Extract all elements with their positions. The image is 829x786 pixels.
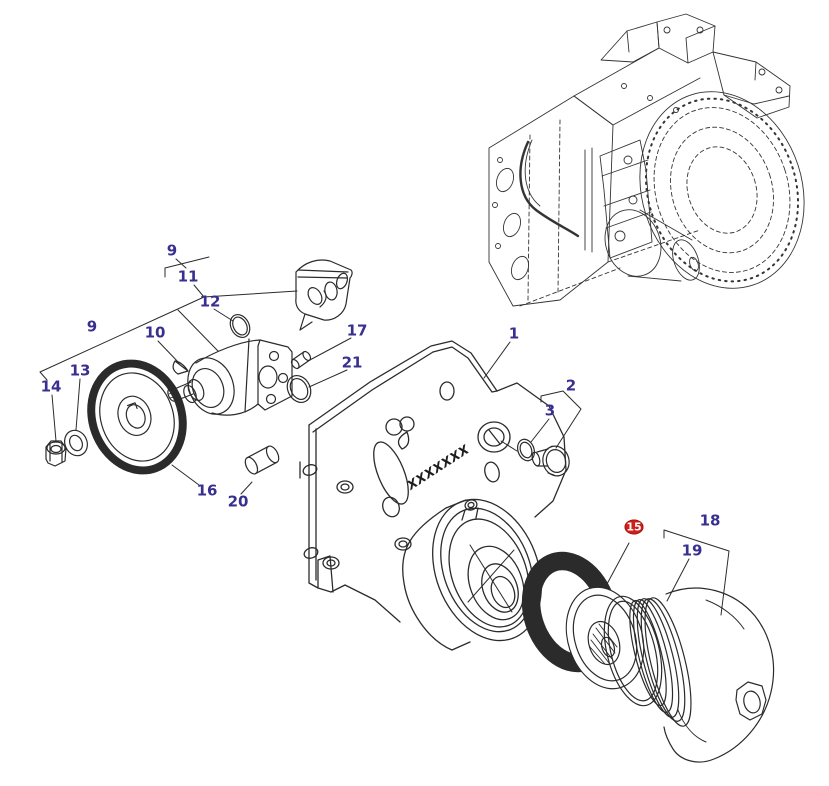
callout-13[interactable]: 13 [69,361,91,380]
callout-14[interactable]: 14 [40,377,62,396]
part-breather-cover [295,259,353,331]
engine-overview-illustration [488,13,805,307]
callout-15-highlighted[interactable]: 15 [624,519,644,535]
callout-16[interactable]: 16 [196,481,218,500]
part-sealing-washer-3 [516,438,536,462]
callout-11[interactable]: 11 [177,267,199,286]
callout-12[interactable]: 12 [199,292,221,311]
callout-2[interactable]: 2 [565,376,577,395]
callout-17[interactable]: 17 [346,321,368,340]
callout-1[interactable]: 1 [508,324,520,343]
callout-3[interactable]: 3 [544,401,556,420]
part-plug-2 [531,445,570,477]
callout-20[interactable]: 20 [227,492,249,511]
part-cap-oring [603,595,663,707]
part-idler-gear [87,359,187,475]
part-timing-cover [299,340,567,651]
callout-18[interactable]: 18 [699,511,721,530]
part-woodruff-key-10 [172,360,189,375]
part-bushing-20 [244,445,280,475]
callout-9-top[interactable]: 9 [166,241,178,260]
part-nut-14 [45,440,67,467]
part-oil-filter-cap [629,587,775,763]
part-oring-12 [229,313,251,339]
callout-10[interactable]: 10 [144,323,166,342]
part-oil-pump [167,338,293,416]
part-dowel-pin-17 [290,350,312,370]
callout-19[interactable]: 19 [681,541,703,560]
leader-lines [39,256,730,616]
callout-21[interactable]: 21 [341,353,363,372]
part-oring-21 [286,375,312,403]
callout-9-left[interactable]: 9 [86,317,98,336]
